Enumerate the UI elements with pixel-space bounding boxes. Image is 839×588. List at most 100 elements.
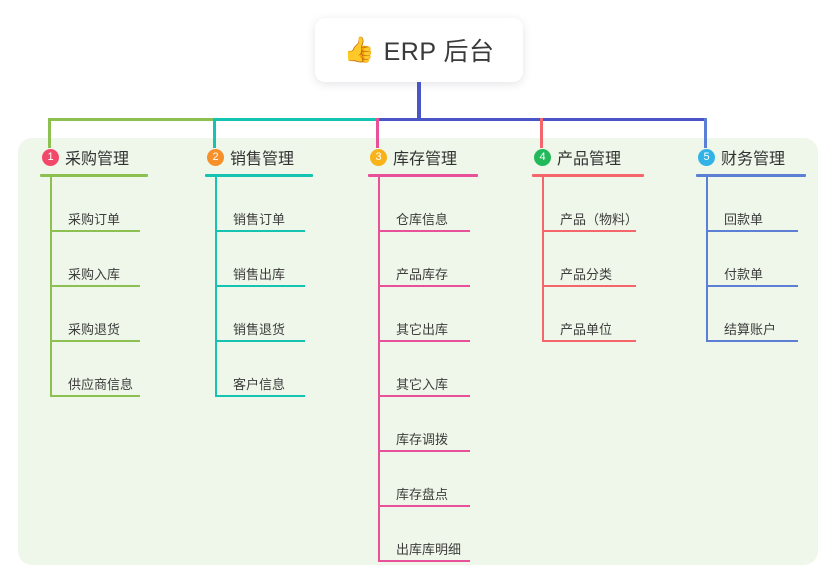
branch-drop-line-2 — [213, 118, 216, 148]
branch-badge-2: 2 — [207, 148, 224, 166]
leaf-label: 出库库明细 — [396, 542, 462, 557]
root-drop-line — [417, 82, 421, 121]
leaf-node[interactable]: 付款单 — [706, 232, 806, 287]
branch-spine-4 — [542, 177, 544, 342]
branch-rule-4 — [532, 174, 644, 177]
leaf-label: 回款单 — [724, 212, 764, 227]
leaf-node[interactable]: 供应商信息 — [50, 342, 148, 397]
diagram-panel — [18, 138, 818, 565]
leaf-rule — [378, 505, 470, 507]
leaf-rule — [706, 340, 798, 342]
leaf-node[interactable]: 产品单位 — [542, 287, 644, 342]
leaf-label: 其它出库 — [396, 322, 449, 337]
leaf-node[interactable]: 销售出库 — [215, 232, 313, 287]
branch-title-3: 库存管理 — [393, 151, 458, 168]
leaf-label: 产品分类 — [560, 267, 613, 282]
branch-badge-1: 1 — [42, 148, 59, 166]
leaf-node[interactable]: 客户信息 — [215, 342, 313, 397]
leaf-rule — [50, 230, 140, 232]
branch-drop-line-4 — [540, 118, 543, 148]
leaf-label: 产品单位 — [560, 322, 613, 337]
leaf-node[interactable]: 结算账户 — [706, 287, 806, 342]
branch-drop-line-5 — [704, 118, 707, 148]
leaf-node[interactable]: 其它入库 — [378, 342, 478, 397]
leaf-node[interactable]: 库存盘点 — [378, 452, 478, 507]
leaf-label: 采购订单 — [68, 212, 121, 227]
branch-rule-1 — [40, 174, 148, 177]
branch-drop-line-3 — [376, 118, 379, 148]
leaf-label: 销售退货 — [233, 322, 286, 337]
branch-rule-5 — [696, 174, 806, 177]
leaf-rule — [378, 340, 470, 342]
leaf-node[interactable]: 产品分类 — [542, 232, 644, 287]
branch-items-2: 销售订单销售出库销售退货客户信息 — [215, 177, 313, 397]
connector-bar-segment-3 — [376, 118, 543, 121]
branch-items-5: 回款单付款单结算账户 — [706, 177, 806, 342]
branch-items-3: 仓库信息产品库存其它出库其它入库库存调拨库存盘点出库库明细 — [378, 177, 478, 562]
leaf-rule — [378, 285, 470, 287]
branch-title-5: 财务管理 — [721, 151, 786, 168]
leaf-label: 结算账户 — [724, 322, 777, 337]
leaf-rule — [215, 285, 305, 287]
branch-spine-2 — [215, 177, 217, 397]
leaf-node[interactable]: 销售退货 — [215, 287, 313, 342]
leaf-rule — [50, 340, 140, 342]
leaf-node[interactable]: 其它出库 — [378, 287, 478, 342]
leaf-rule — [542, 230, 636, 232]
leaf-node[interactable]: 库存调拨 — [378, 397, 478, 452]
leaf-label: 库存盘点 — [396, 487, 449, 502]
leaf-node[interactable]: 采购入库 — [50, 232, 148, 287]
branch-header-1[interactable]: 1 采购管理 — [40, 146, 148, 168]
branch-header-5[interactable]: 5 财务管理 — [696, 146, 806, 168]
leaf-label: 销售订单 — [233, 212, 286, 227]
leaf-label: 采购退货 — [68, 322, 121, 337]
leaf-node[interactable]: 产品库存 — [378, 232, 478, 287]
leaf-rule — [378, 395, 470, 397]
leaf-node[interactable]: 回款单 — [706, 177, 806, 232]
leaf-rule — [706, 285, 798, 287]
leaf-label: 产品库存 — [396, 267, 449, 282]
leaf-label: 采购入库 — [68, 267, 121, 282]
leaf-rule — [378, 560, 470, 562]
leaf-node[interactable]: 产品（物料） — [542, 177, 644, 232]
leaf-label: 供应商信息 — [68, 377, 134, 392]
leaf-rule — [542, 285, 636, 287]
thumbs-up-icon: 👍 — [343, 35, 375, 64]
leaf-node[interactable]: 销售订单 — [215, 177, 313, 232]
leaf-node[interactable]: 仓库信息 — [378, 177, 478, 232]
leaf-rule — [215, 395, 305, 397]
leaf-rule — [50, 285, 140, 287]
branch-spine-1 — [50, 177, 52, 397]
leaf-rule — [378, 450, 470, 452]
leaf-node[interactable]: 采购订单 — [50, 177, 148, 232]
leaf-label: 产品（物料） — [560, 212, 639, 227]
leaf-node[interactable]: 采购退货 — [50, 287, 148, 342]
connector-bar-segment-4 — [540, 118, 707, 121]
branch-5: 5 财务管理回款单付款单结算账户 — [696, 146, 806, 342]
branch-rule-3 — [368, 174, 478, 177]
connector-bar-segment-2 — [213, 118, 379, 121]
branch-drop-line-1 — [48, 118, 51, 148]
leaf-rule — [706, 230, 798, 232]
branch-badge-4: 4 — [534, 148, 551, 166]
leaf-label: 销售出库 — [233, 267, 286, 282]
branch-spine-3 — [378, 177, 380, 562]
leaf-rule — [378, 230, 470, 232]
branch-rule-2 — [205, 174, 313, 177]
leaf-node[interactable]: 出库库明细 — [378, 507, 478, 562]
branch-items-1: 采购订单采购入库采购退货供应商信息 — [50, 177, 148, 397]
branch-badge-5: 5 — [698, 148, 715, 166]
connector-bar-segment-1 — [48, 118, 216, 121]
leaf-label: 付款单 — [724, 267, 764, 282]
leaf-label: 仓库信息 — [396, 212, 449, 227]
branch-title-1: 采购管理 — [65, 151, 130, 168]
leaf-rule — [50, 395, 140, 397]
root-node[interactable]: 👍 ERP 后台 — [315, 18, 523, 82]
branch-1: 1 采购管理采购订单采购入库采购退货供应商信息 — [40, 146, 148, 397]
